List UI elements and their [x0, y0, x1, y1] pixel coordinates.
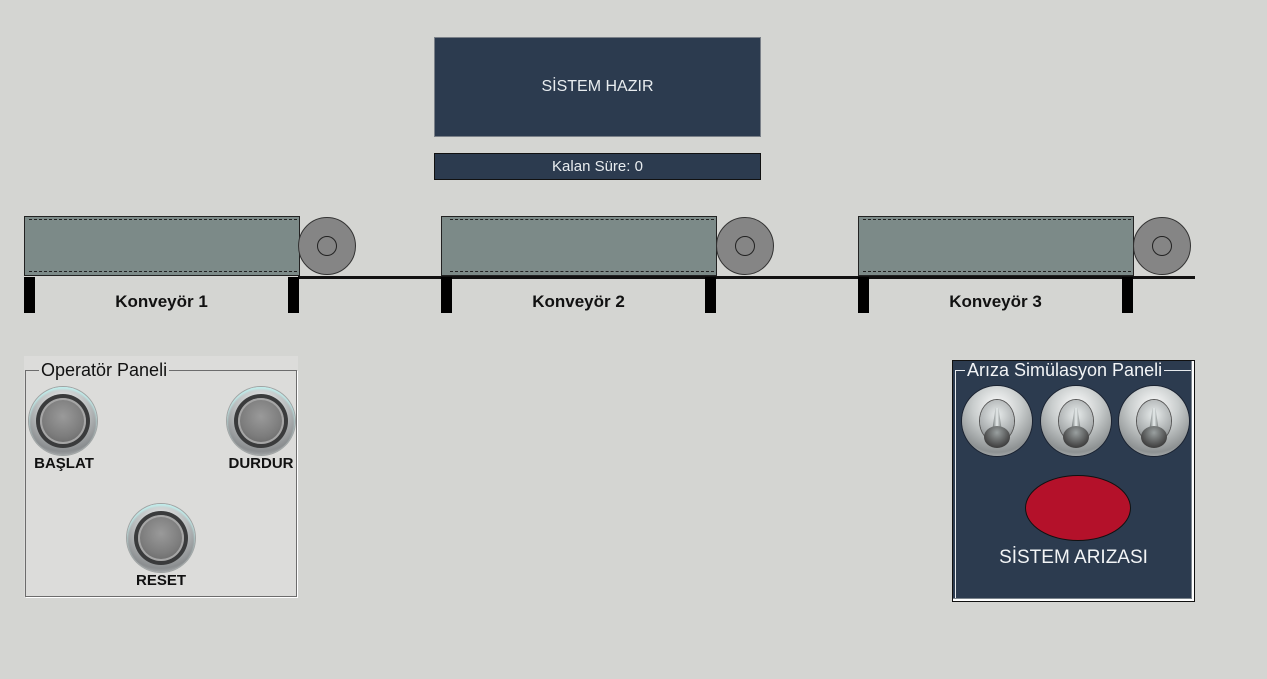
fault-toggle-3[interactable] [1119, 386, 1189, 456]
conveyor-leg [441, 277, 452, 313]
reset-button-label: RESET [135, 572, 186, 589]
toggle-switch-icon [984, 426, 1010, 448]
conveyor-track-line [298, 276, 1195, 279]
conveyor-leg [288, 277, 299, 313]
start-button[interactable] [29, 387, 97, 455]
conveyor-leg [1122, 277, 1133, 313]
toggle-switch-icon [1063, 426, 1089, 448]
start-button-label: BAŞLAT [34, 455, 94, 472]
conveyor-leg [705, 277, 716, 313]
remaining-time-text: Kalan Süre: 0 [552, 158, 643, 175]
fault-toggle-2[interactable] [1041, 386, 1111, 456]
fault-indicator-lamp [1025, 475, 1131, 541]
conveyor-leg [24, 277, 35, 313]
toggle-switch-icon [1141, 426, 1167, 448]
fault-toggle-1[interactable] [962, 386, 1032, 456]
system-status-display: SİSTEM HAZIR [434, 37, 761, 137]
conveyor-label: Konveyör 2 [532, 292, 625, 311]
roller-icon [716, 217, 774, 275]
push-button-icon [138, 515, 184, 561]
stop-button-label: DURDUR [228, 455, 294, 472]
conveyor-label: Konveyör 3 [949, 292, 1042, 311]
reset-button[interactable] [127, 504, 195, 572]
conveyor-belt [24, 216, 300, 276]
push-button-icon [238, 398, 284, 444]
fault-simulation-panel: Arıza Simülasyon Paneli SİSTEM ARIZASI [952, 360, 1195, 602]
operator-panel-title: Operatör Paneli [39, 360, 170, 380]
stop-button[interactable] [227, 387, 295, 455]
roller-icon [298, 217, 356, 275]
fault-panel-title: Arıza Simülasyon Paneli [965, 360, 1165, 380]
system-status-text: SİSTEM HAZIR [541, 78, 654, 95]
remaining-time-display: Kalan Süre: 0 [434, 153, 761, 180]
conveyor-leg [858, 277, 869, 313]
conveyor-belt [441, 216, 717, 276]
push-button-icon [40, 398, 86, 444]
system-fault-label: SİSTEM ARIZASI [999, 547, 1148, 568]
conveyor-label: Konveyör 1 [115, 292, 208, 311]
operator-panel: Operatör Paneli BAŞLAT DURDUR RESET [24, 356, 298, 598]
conveyor-belt [858, 216, 1134, 276]
roller-icon [1133, 217, 1191, 275]
